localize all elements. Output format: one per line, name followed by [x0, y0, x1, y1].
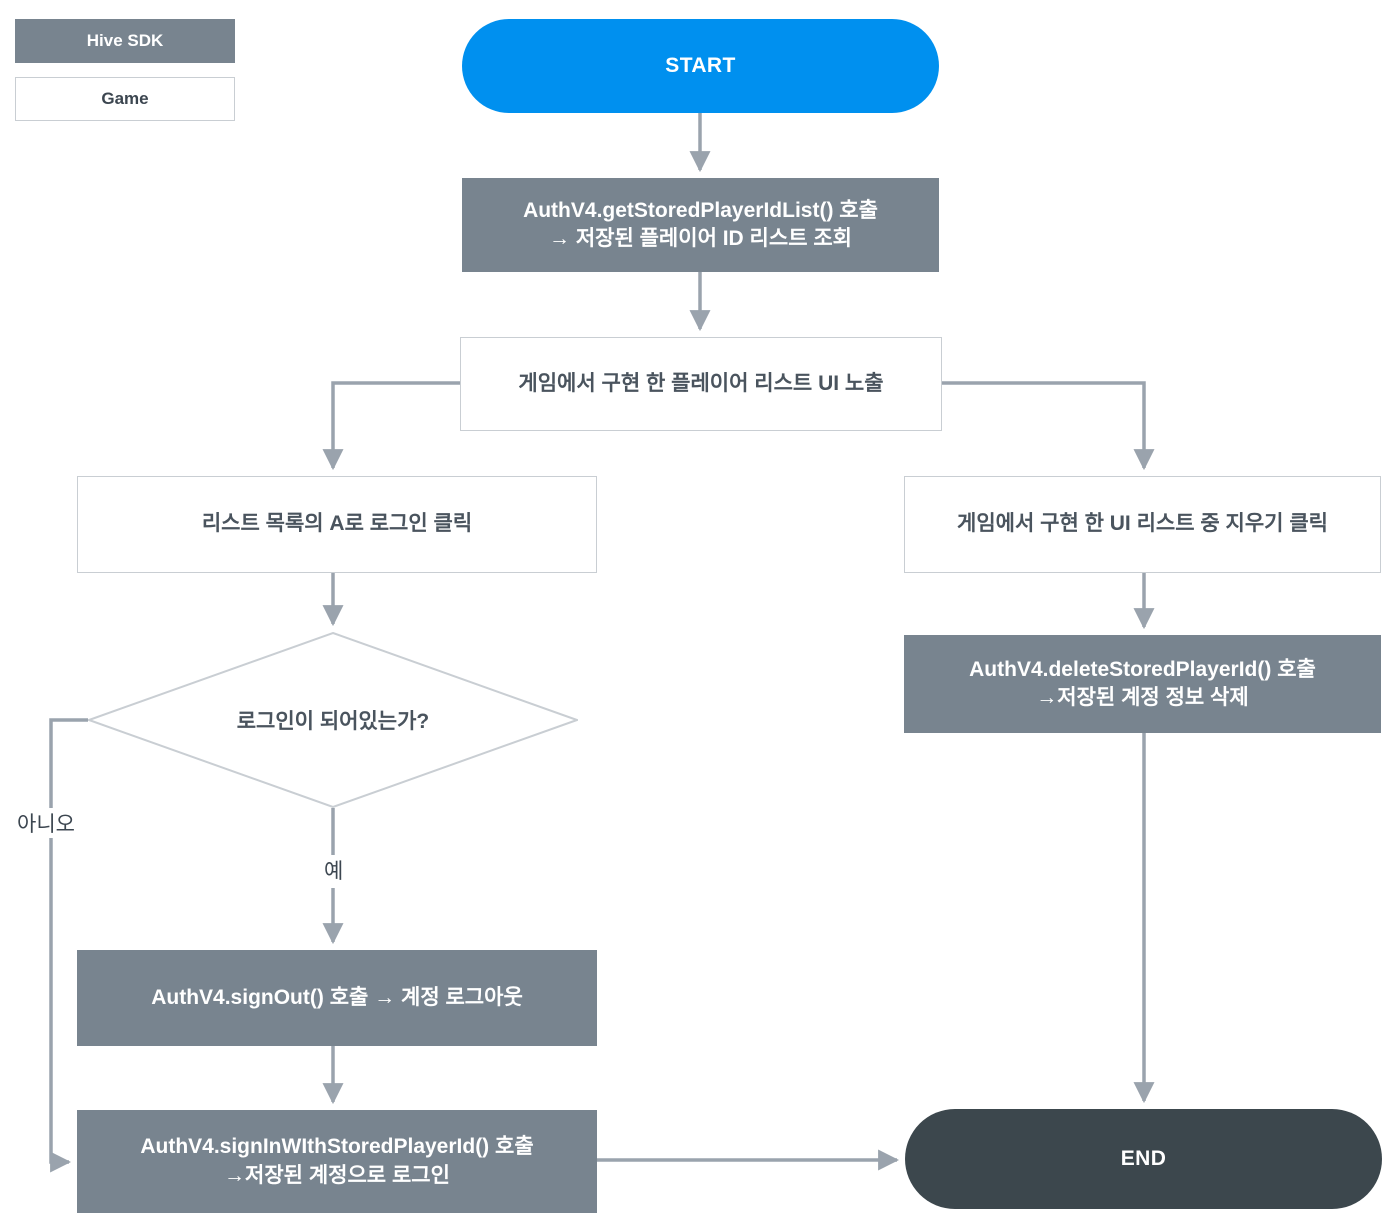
node-sign-out: AuthV4.signOut() 호출 → 계정 로그아웃 — [77, 950, 597, 1046]
node-click-delete-in-ui: 게임에서 구현 한 UI 리스트 중 지우기 클릭 — [904, 476, 1381, 573]
legend-item-game: Game — [15, 77, 235, 121]
node-sign-in-with-stored-player-id: AuthV4.signInWIthStoredPlayerId() 호출 →저장… — [77, 1110, 597, 1213]
node-start: START — [462, 19, 939, 113]
node-is-logged-in-label: 로그인이 되어있는가? — [236, 710, 430, 733]
edge-label-yes: 예 — [320, 855, 348, 885]
node-player-list-ui: 게임에서 구현 한 플레이어 리스트 UI 노출 — [460, 337, 942, 431]
edge-listui-to-clickdelete — [942, 381, 1155, 471]
node-is-logged-in: 로그인이 되어있는가? — [88, 632, 578, 808]
node-click-login-with-a: 리스트 목록의 A로 로그인 클릭 — [77, 476, 597, 573]
node-end: END — [905, 1109, 1382, 1209]
node-delete-stored-player-id: AuthV4.deleteStoredPlayerId() 호출 →저장된 계정… — [904, 635, 1381, 733]
decision-diamond-shape — [88, 632, 578, 808]
edge-decision-no-to-signin — [49, 718, 88, 1173]
edge-listui-to-clicklogin — [322, 381, 460, 471]
node-get-stored-player-id-list: AuthV4.getStoredPlayerIdList() 호출 → 저장된 … — [462, 178, 939, 272]
edge-label-no: 아니오 — [13, 808, 79, 838]
legend-item-hive-sdk: Hive SDK — [15, 19, 235, 63]
